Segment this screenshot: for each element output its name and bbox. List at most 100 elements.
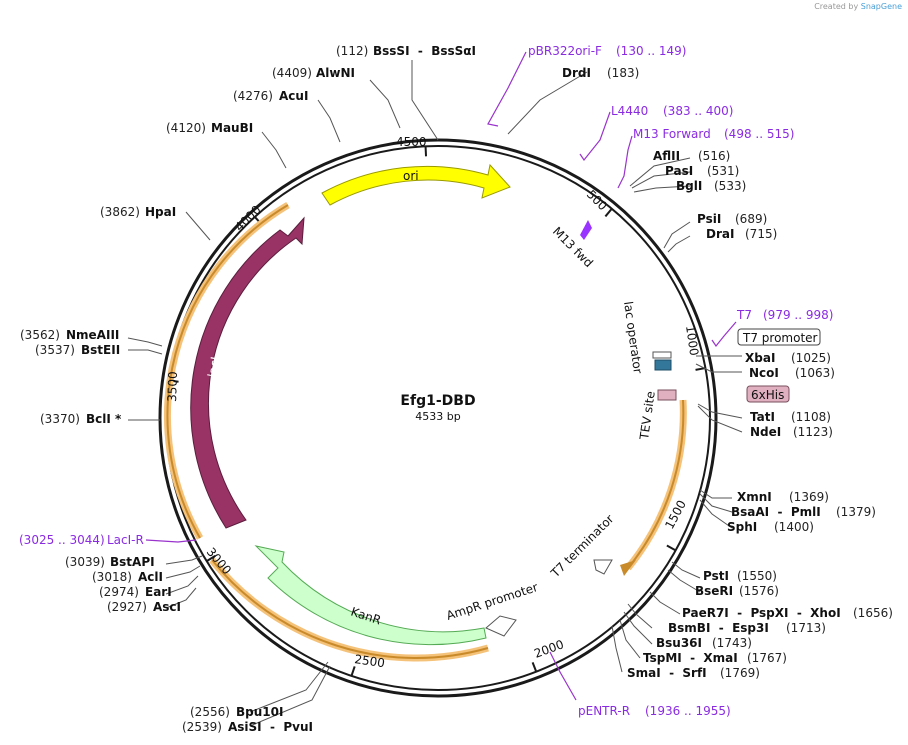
primer-name: L4440 (611, 104, 648, 118)
primer-range: (383 .. 400) (663, 104, 733, 118)
site-num: (1769) (720, 666, 760, 680)
site-num: (1108) (791, 410, 831, 424)
site-num: (4276) (233, 89, 273, 103)
primer-leaders (145, 51, 737, 701)
tick-mark (350, 666, 356, 677)
site-num: (2556) (190, 705, 230, 719)
tick-label-2000: 2000 (532, 637, 565, 661)
t7-promoter-box (737, 328, 821, 346)
primer-range: (1936 .. 1955) (645, 704, 731, 718)
site-name: MauBI (211, 121, 253, 135)
lac-operator-label: lac operator (621, 300, 645, 374)
site-name: BglI (676, 179, 702, 193)
site-name: BseRI (695, 584, 733, 598)
primer-range: (3025 .. 3044) (19, 533, 105, 547)
site-num: (3537) (35, 343, 75, 357)
site-name: SmaI - SrfI (627, 666, 707, 680)
tick-label-1000: 1000 (683, 324, 701, 356)
site-num: (183) (607, 66, 639, 80)
primer-name: M13 Forward (633, 127, 711, 141)
site-num: (689) (735, 212, 767, 226)
site-name: TatI (750, 410, 775, 424)
site-name: NdeI (750, 425, 781, 439)
site-num: (112) (336, 44, 368, 58)
orange-arc-right-arrowhead (620, 560, 636, 576)
feature-laci-label: lacI (205, 356, 222, 379)
site-name: Bsu36I (656, 636, 702, 650)
lac-operator-box (654, 359, 672, 371)
tick-mark (206, 555, 216, 562)
primer-name: pENTR-R (578, 704, 630, 718)
site-name: BclI * (86, 412, 122, 426)
site-name: PsiI (697, 212, 721, 226)
tick-mark (666, 544, 677, 552)
site-num: (3562) (20, 328, 60, 342)
site-name: NcoI (749, 366, 779, 380)
site-name: NmeAIII (66, 328, 119, 342)
site-name: AflII (653, 149, 680, 163)
ampr-promoter-arrow (485, 615, 517, 637)
site-num: (3018) (92, 570, 132, 584)
t7-promoter-label: T7 promoter (742, 331, 818, 345)
site-num: (1400) (774, 520, 814, 534)
m13-fwd-mark (580, 220, 592, 240)
primer-name: LacI-R (107, 533, 144, 547)
primer-range: (498 .. 515) (724, 127, 794, 141)
primer-range: (130 .. 149) (616, 44, 686, 58)
site-name: BssSI - BssSαI (373, 44, 476, 58)
feature-ori-label: ori (403, 169, 419, 183)
site-num: (1656) (853, 606, 893, 620)
primer-labels: pBR322ori-F (130 .. 149) L4440 (383 .. 4… (19, 44, 833, 718)
site-name: DraI (706, 227, 734, 241)
site-num: (2974) (99, 585, 139, 599)
feature-ori-arrow (321, 163, 511, 206)
t7-terminator-mark (593, 559, 613, 575)
leader-lines (127, 60, 743, 727)
site-name: PasI (665, 164, 693, 178)
site-num: (1550) (737, 569, 777, 583)
his-tag-mark (657, 389, 677, 401)
site-name: HpaI (145, 205, 176, 219)
tick-mark (604, 208, 613, 218)
tick-mark (531, 661, 538, 673)
site-num: (3862) (100, 205, 140, 219)
site-num: (533) (714, 179, 746, 193)
site-name: AsiSI - PvuI (228, 720, 313, 734)
site-num: (1123) (793, 425, 833, 439)
site-name: AclI (138, 570, 163, 584)
site-name: BsmBI - Esp3I (668, 621, 769, 635)
site-name: Bpu10I (236, 705, 283, 719)
site-num: (1576) (739, 584, 779, 598)
site-num: (4120) (166, 121, 206, 135)
credit: Created by SnapGene (814, 2, 902, 11)
credit-prefix: Created by (814, 2, 859, 11)
site-num: (1379) (836, 505, 876, 519)
orange-arc-bottom-core (211, 559, 489, 659)
primer-range: (979 .. 998) (763, 308, 833, 322)
site-name: BsaAI - PmlI (731, 505, 821, 519)
his6-label: 6xHis (751, 388, 784, 402)
tev-site-label: TEV site (637, 390, 658, 441)
tick-label-2500: 2500 (354, 652, 386, 670)
primer-name: T7 (736, 308, 752, 322)
site-name: XbaI (745, 351, 775, 365)
primer-name: pBR322ori-F (528, 44, 602, 58)
site-num: (1063) (795, 366, 835, 380)
site-name: AlwNI (316, 66, 355, 80)
tick-label-3500: 3500 (165, 371, 180, 402)
orange-arc-left-core (166, 204, 289, 539)
site-name: AscI (153, 600, 181, 614)
site-num: (4409) (272, 66, 312, 80)
site-name: BstEII (81, 343, 120, 357)
site-name: PstI (703, 569, 729, 583)
site-name: TspMI - XmaI (643, 651, 738, 665)
plasmid-length: 4533 bp (415, 410, 460, 423)
feature-laci-arrow (190, 216, 305, 529)
site-name: BstAPI (110, 555, 155, 569)
ampr-promoter-label: AmpR promoter (445, 580, 540, 623)
feature-kanr-arrow (254, 545, 487, 646)
site-name: DrdI (562, 66, 591, 80)
his6-box (746, 385, 790, 403)
site-num: (1369) (789, 490, 829, 504)
